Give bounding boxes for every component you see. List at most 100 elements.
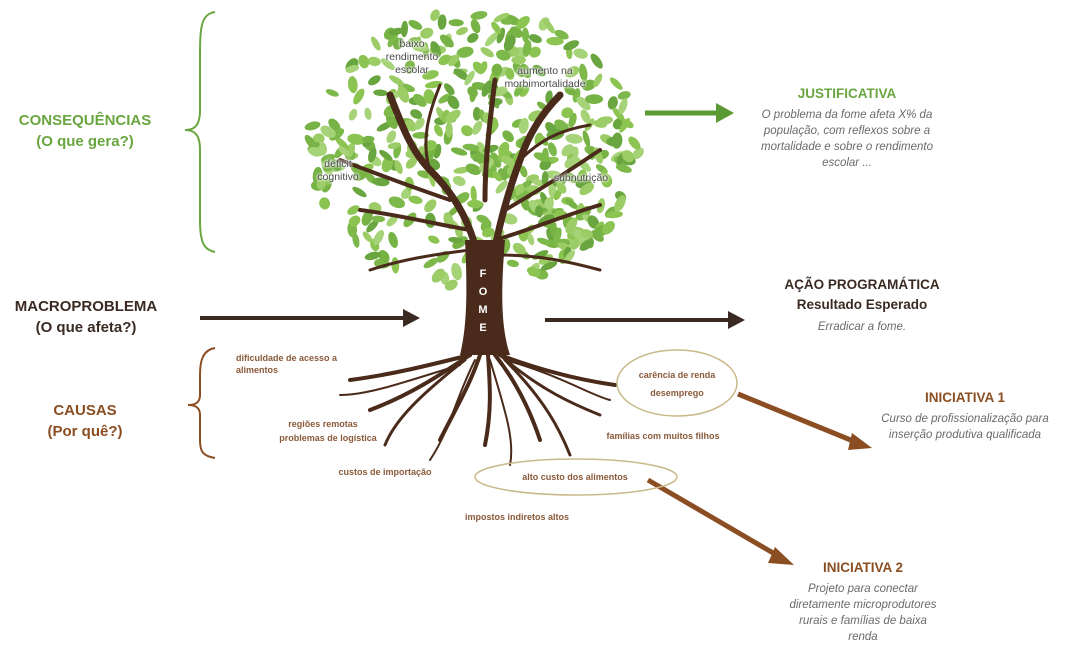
leaf-icon xyxy=(304,134,317,150)
leaf-icon xyxy=(596,116,614,125)
leaf-icon xyxy=(543,18,555,34)
leaf-icon xyxy=(388,27,405,36)
leaf-icon xyxy=(472,107,481,121)
justificativa-block: JUSTIFICATIVA O problema da fome afeta X… xyxy=(732,84,962,171)
leaf-icon xyxy=(503,34,516,52)
alto-custo-ellipse xyxy=(474,458,678,496)
trunk-letter: M xyxy=(478,304,488,316)
justificativa-title: JUSTIFICATIVA xyxy=(797,86,897,101)
leaf-icon xyxy=(362,231,373,243)
tree-trunk xyxy=(460,240,510,355)
leaf-icon xyxy=(485,32,498,47)
leaf-icon xyxy=(469,88,477,103)
consequencias-title: CONSEQUÊNCIAS xyxy=(18,112,152,129)
leaf-icon xyxy=(537,237,552,246)
leaf-icon xyxy=(316,177,326,190)
leaf-icon xyxy=(372,177,390,187)
leaf-icon xyxy=(347,133,365,145)
iniciativa2-title: INICIATIVA 2 xyxy=(822,560,903,575)
leaf-icon xyxy=(423,258,439,269)
leaf-icon xyxy=(609,77,623,90)
cause-impostos: impostos indiretos altos xyxy=(464,512,569,522)
leaf-icon xyxy=(452,175,466,187)
leaf-icon xyxy=(408,195,423,204)
carencia-ellipse xyxy=(616,349,738,417)
consequencias-subtitle: (O que gera?) xyxy=(36,133,134,150)
consequencias-label: CONSEQUÊNCIAS (O que gera?) xyxy=(10,110,160,152)
leaf-icon xyxy=(470,19,481,34)
leaf-icon xyxy=(480,47,494,58)
leaf-icon xyxy=(404,60,416,74)
leaf-icon xyxy=(496,49,511,61)
leaf-icon xyxy=(335,137,350,151)
leaf-icon xyxy=(500,18,514,25)
acao-subtitle: Resultado Esperado xyxy=(796,297,928,312)
leaf-icon xyxy=(467,33,479,43)
leaf-icon xyxy=(453,68,469,81)
leaf-icon xyxy=(476,214,490,224)
leaf-icon xyxy=(373,230,384,246)
leaf-icon xyxy=(500,155,515,167)
leaf-icon xyxy=(373,89,388,97)
cause-alto-custo: alto custo dos alimentos xyxy=(522,472,628,482)
leaf-icon xyxy=(470,185,477,203)
leaf-icon xyxy=(371,215,386,223)
leaf-icon xyxy=(368,75,381,86)
acao-text: Erradicar a fome. xyxy=(817,321,907,333)
leaf-icon xyxy=(492,170,503,182)
leaf-icon xyxy=(420,27,434,39)
leaf-icon xyxy=(388,231,398,248)
leaf-icon xyxy=(353,88,365,105)
cause-desemprego: desemprego xyxy=(650,388,704,398)
leaf-icon xyxy=(378,250,390,263)
leaf-icon xyxy=(505,67,515,80)
leaf-icon xyxy=(364,251,381,261)
leaf-icon xyxy=(472,120,483,135)
leaf-icon xyxy=(533,152,551,163)
leaf-icon xyxy=(587,215,600,229)
leaf-icon xyxy=(362,135,375,143)
iniciativa1-block: INICIATIVA 1 Curso de profissionalização… xyxy=(870,388,1060,443)
leaf-icon xyxy=(628,136,641,150)
leaf-icon xyxy=(431,268,445,283)
leaf-icon xyxy=(408,19,423,30)
leaf-icon xyxy=(593,73,603,88)
leaf-icon xyxy=(561,107,574,119)
cause-familias: famílias com muitos filhos xyxy=(606,431,720,441)
leaf-icon xyxy=(522,40,532,57)
leaf-icon xyxy=(565,66,580,78)
leaf-icon xyxy=(544,197,554,210)
leaf-icon xyxy=(451,262,462,281)
leaf-icon xyxy=(352,232,360,248)
consequence-deficit: deficit cognitivo xyxy=(317,158,359,183)
acao-title: AÇÃO PROGRAMÁTICA xyxy=(784,277,940,292)
leaf-icon xyxy=(526,266,541,277)
tree-roots xyxy=(339,353,617,466)
leaf-icon xyxy=(481,80,492,97)
leaf-icon xyxy=(445,121,453,138)
leaf-icon xyxy=(391,257,400,274)
cause-regioes: regiões remotas xyxy=(288,419,358,429)
leaf-icon xyxy=(576,96,591,111)
leaf-icon xyxy=(605,210,623,219)
acao-block: AÇÃO PROGRAMÁTICA Resultado Esperado Err… xyxy=(742,275,982,335)
leaf-icon xyxy=(323,161,338,172)
leaf-icon xyxy=(439,34,454,48)
leaf-icon xyxy=(482,227,495,238)
leaf-icon xyxy=(506,259,519,268)
justificativa-text: O problema da fome afeta X% da população… xyxy=(761,109,933,169)
leaf-icon xyxy=(465,163,482,175)
leaf-icon xyxy=(438,54,452,66)
leaf-icon xyxy=(345,65,360,73)
leaf-icon xyxy=(387,32,399,48)
leaf-icon xyxy=(366,219,379,233)
tree-canopy xyxy=(304,9,644,291)
leaf-icon xyxy=(561,144,574,157)
leaf-icon xyxy=(563,250,575,264)
trunk-letter: F xyxy=(479,268,487,280)
leaf-icon xyxy=(607,96,618,110)
leaf-icon xyxy=(413,93,427,107)
leaf-icon xyxy=(304,121,321,131)
leaf-icon xyxy=(428,235,440,244)
leaf-icon xyxy=(579,182,595,196)
